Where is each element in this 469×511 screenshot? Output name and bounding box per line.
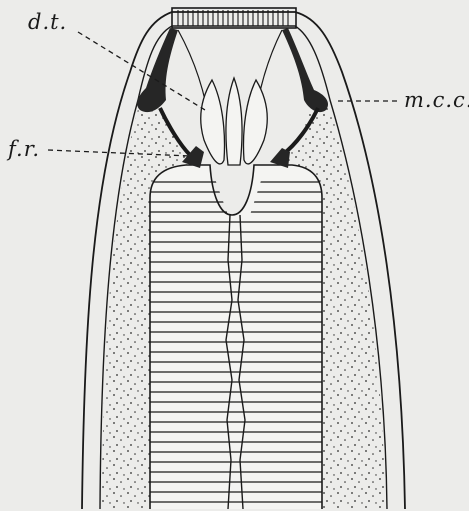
label-mcc: m.c.c. (404, 88, 469, 112)
oesophagus-bulb (150, 165, 322, 509)
label-fr: f.r. (8, 137, 40, 161)
dorsal-tooth-right (244, 80, 268, 164)
dorsal-tooth-left (201, 80, 225, 164)
label-dt: d.t. (28, 10, 67, 34)
dorsal-tooth-center (226, 78, 242, 165)
mouth-cap (172, 8, 296, 28)
